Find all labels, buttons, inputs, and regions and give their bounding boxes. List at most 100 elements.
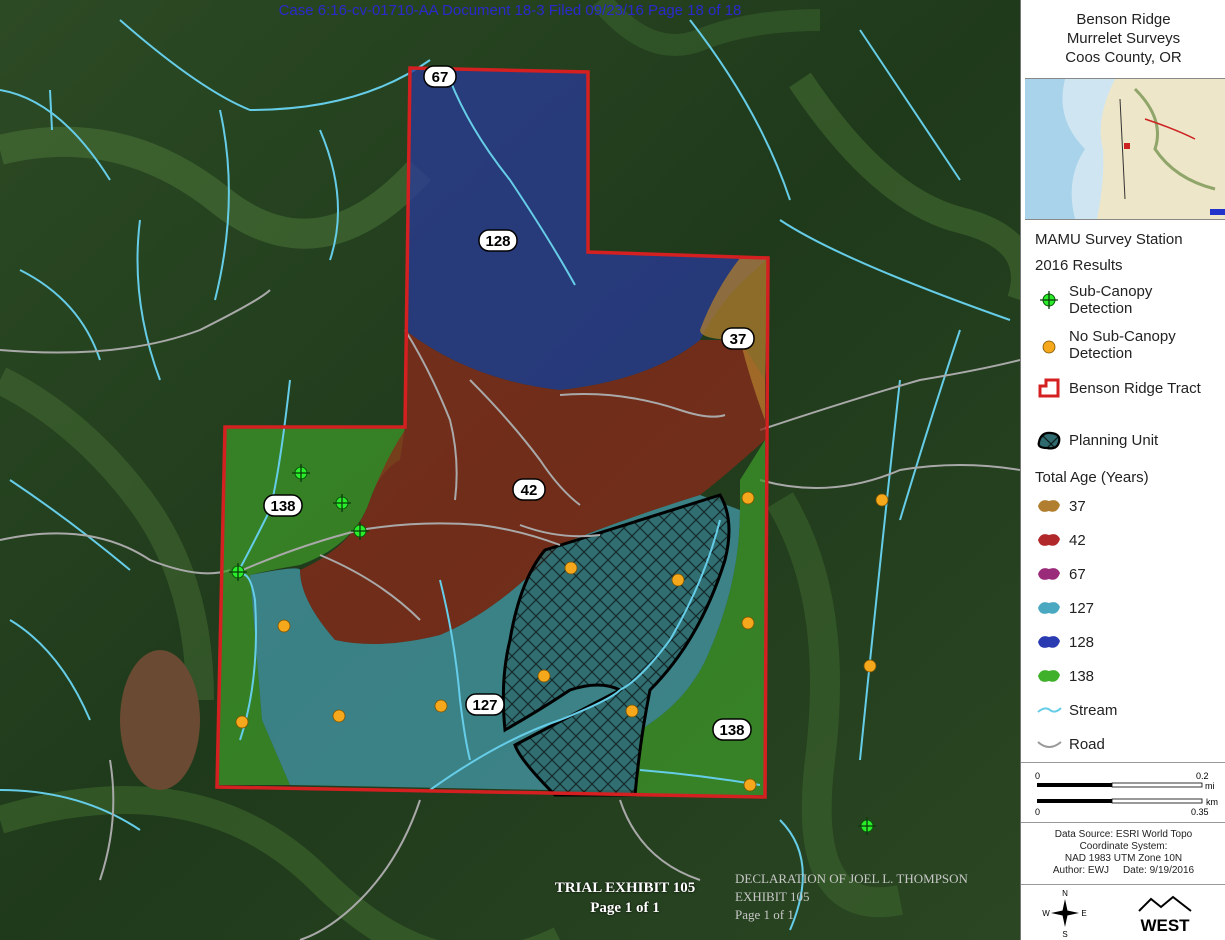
legend-sub-canopy-label: Sub-Canopy Detection: [1065, 283, 1152, 317]
svg-text:0.35: 0.35: [1191, 807, 1209, 817]
station-detection: [333, 494, 351, 512]
legend-planning-unit: Planning Unit: [1033, 423, 1223, 457]
station-no-detection: [564, 561, 578, 575]
orange-dot-icon: [1033, 332, 1065, 358]
svg-text:138: 138: [270, 498, 295, 515]
svg-text:127: 127: [472, 697, 497, 714]
station-detection: [292, 464, 310, 482]
legend-no-sub-canopy-label: No Sub-Canopy Detection: [1065, 328, 1176, 362]
swatch-128-icon: [1033, 629, 1065, 655]
legend-road: Road: [1033, 727, 1223, 761]
west-logo-icon: WEST: [1138, 895, 1192, 935]
swatch-37-icon: [1033, 493, 1065, 519]
svg-text:42: 42: [521, 482, 538, 499]
declaration-line2: EXHIBIT 105: [735, 889, 810, 904]
stream-line-icon: [1033, 697, 1065, 723]
unit-label-127: 127: [465, 693, 505, 716]
svg-text:E: E: [1081, 909, 1086, 918]
swatch-127-icon: [1033, 595, 1065, 621]
planning-unit-hatch: [501, 493, 731, 797]
legend-age-128: 128: [1033, 625, 1223, 659]
no-detection-stations: [235, 491, 889, 792]
station-no-detection: [671, 573, 685, 587]
station-no-detection: [863, 659, 877, 673]
svg-text:67: 67: [432, 69, 449, 86]
declaration-line1: DECLARATION OF JOEL L. THOMPSON: [735, 871, 968, 886]
swatch-42-icon: [1033, 527, 1065, 553]
unit-label-67: 67: [423, 65, 457, 88]
svg-text:km: km: [1206, 797, 1218, 807]
svg-text:37: 37: [730, 331, 747, 348]
title-line1: Benson Ridge: [1076, 11, 1171, 28]
unit-label-37: 37: [721, 327, 755, 350]
crosshair-icon: [1033, 287, 1065, 313]
source-line4: Author: EWJ Date: 9/19/2016: [1021, 865, 1225, 877]
unit-label-128: 128: [478, 229, 518, 252]
compass-icon: N S E W: [1042, 889, 1086, 939]
outside-streams: [0, 19, 1011, 931]
legend-no-sub-canopy: No Sub-Canopy Detection: [1033, 328, 1223, 362]
station-detection: [229, 563, 247, 581]
legend-heading-stations: MAMU Survey Station: [1035, 231, 1183, 248]
legend-planning-unit-label: Planning Unit: [1069, 431, 1159, 449]
station-no-detection: [741, 616, 755, 630]
svg-text:0: 0: [1035, 807, 1040, 817]
legend-age-127: 127: [1033, 591, 1223, 625]
svg-text:S: S: [1062, 930, 1067, 939]
age-127-label: 127: [1069, 599, 1095, 617]
source-line1: Data Source: ESRI World Topo: [1054, 829, 1193, 840]
swatch-138-icon: [1033, 663, 1065, 689]
station-no-detection: [332, 709, 346, 723]
tract-outline-icon: [1033, 375, 1065, 401]
svg-text:0: 0: [1035, 771, 1040, 781]
benson-ridge-tract-boundary: [215, 66, 770, 799]
declaration-line3: Page 1 of 1: [735, 907, 794, 922]
no-sub-line2: Detection: [1069, 345, 1133, 362]
locator-inset-map: [1025, 78, 1225, 220]
svg-text:WEST: WEST: [1140, 916, 1190, 935]
stream-label: Stream: [1069, 701, 1118, 719]
no-sub-line1: No Sub-Canopy: [1069, 328, 1176, 345]
age-37-label: 37: [1069, 497, 1086, 515]
station-no-detection: [875, 493, 889, 507]
station-no-detection: [625, 704, 639, 718]
svg-text:mi: mi: [1205, 781, 1215, 791]
legend-tract-label: Benson Ridge Tract: [1069, 379, 1201, 397]
station-detection: [351, 522, 369, 540]
station-no-detection: [235, 715, 249, 729]
map-title: Benson Ridge Murrelet Surveys Coos Count…: [1021, 10, 1225, 67]
station-no-detection: [434, 699, 448, 713]
legend-tract: Benson Ridge Tract: [1033, 371, 1223, 405]
sub-canopy-line2: Detection: [1069, 300, 1133, 317]
station-detection: [858, 817, 876, 835]
legend-heading-results: 2016 Results: [1035, 257, 1123, 274]
stand-138-east: [635, 440, 765, 795]
svg-text:W: W: [1042, 909, 1050, 918]
trial-exhibit-stamp: TRIAL EXHIBIT 105 Page 1 of 1: [530, 878, 720, 918]
legend-age-37: 37: [1033, 489, 1223, 523]
sub-canopy-line1: Sub-Canopy: [1069, 283, 1153, 300]
source-line2: Coordinate System:: [1079, 841, 1168, 852]
age-42-label: 42: [1069, 531, 1086, 549]
detection-stations: [229, 464, 876, 835]
station-no-detection: [537, 669, 551, 683]
bare-slope: [120, 650, 200, 790]
stand-138-west: [217, 427, 405, 785]
map-side-panel: Benson Ridge Murrelet Surveys Coos Count…: [1020, 0, 1225, 940]
planning-unit-icon: [1033, 427, 1065, 453]
scale-bar: 0 0.2 mi km 0 0.35: [1021, 762, 1225, 823]
logos-block: N S E W WEST: [1021, 884, 1225, 940]
source-line3: NAD 1983 UTM Zone 10N: [1064, 853, 1183, 864]
terrain-texture: [0, 0, 1020, 940]
tract-roads: [237, 329, 726, 621]
source-author: Author: EWJ: [1052, 865, 1110, 876]
station-no-detection: [741, 491, 755, 505]
title-line2: Murrelet Surveys: [1066, 30, 1181, 47]
declaration-stamp: DECLARATION OF JOEL L. THOMPSON EXHIBIT …: [735, 870, 1025, 924]
road-line-icon: [1033, 731, 1065, 757]
title-line3: Coos County, OR: [1065, 49, 1182, 66]
unit-label-42: 42: [512, 478, 546, 501]
station-no-detection: [743, 778, 757, 792]
exhibit-line2: Page 1 of 1: [590, 900, 660, 916]
age-128-label: 128: [1069, 633, 1095, 651]
